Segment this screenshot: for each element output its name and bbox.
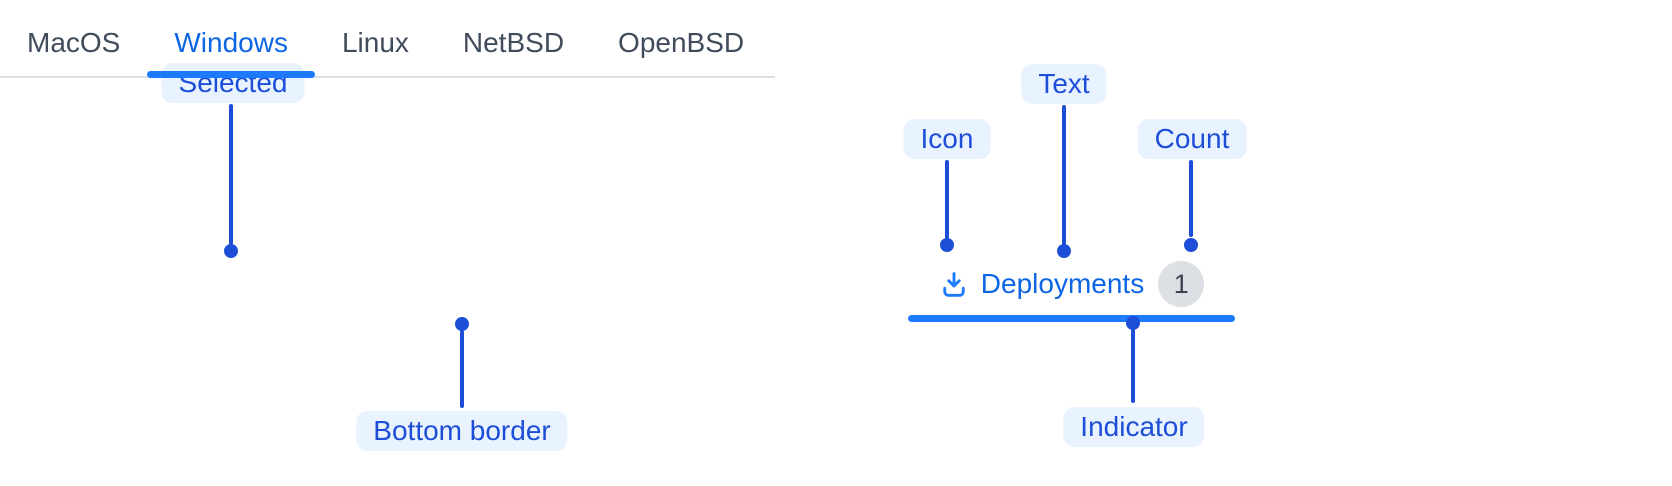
- tab-netbsd[interactable]: NetBSD: [462, 27, 565, 58]
- indicator-callout-label: Indicator: [1063, 407, 1205, 447]
- indicator-callout-line: [1131, 329, 1135, 403]
- icon-callout-dot: [940, 238, 954, 252]
- tab-linux[interactable]: Linux: [341, 27, 409, 58]
- bottom-border-callout-line: [460, 330, 464, 408]
- text-callout-line: [1062, 105, 1066, 245]
- selected-callout-dot: [224, 244, 238, 258]
- bottom-border-callout-label: Bottom border: [356, 411, 568, 451]
- selected-callout-line: [229, 104, 233, 245]
- icon-callout-label: Icon: [903, 119, 991, 159]
- text-callout-dot: [1057, 244, 1071, 258]
- count-callout-dot: [1184, 238, 1198, 252]
- text-callout-label: Text: [1021, 64, 1107, 104]
- count-callout-label: Count: [1137, 119, 1247, 159]
- tab-label: Deployments: [980, 268, 1145, 299]
- count-badge: 1: [1158, 261, 1205, 307]
- tab-openbsd[interactable]: OpenBSD: [618, 27, 745, 58]
- tab-deployments[interactable]: Deployments 1: [908, 244, 1235, 322]
- bottom-border-callout-dot: [455, 317, 469, 331]
- indicator-callout-dot: [1126, 316, 1140, 330]
- download-icon: [943, 272, 965, 297]
- tab-list: MacOS Windows Linux NetBSD OpenBSD: [0, 0, 775, 78]
- count-callout-line: [1189, 160, 1193, 237]
- tab-windows[interactable]: Windows: [147, 0, 315, 78]
- icon-callout-line: [945, 160, 949, 239]
- tab-macos[interactable]: MacOS: [27, 27, 121, 58]
